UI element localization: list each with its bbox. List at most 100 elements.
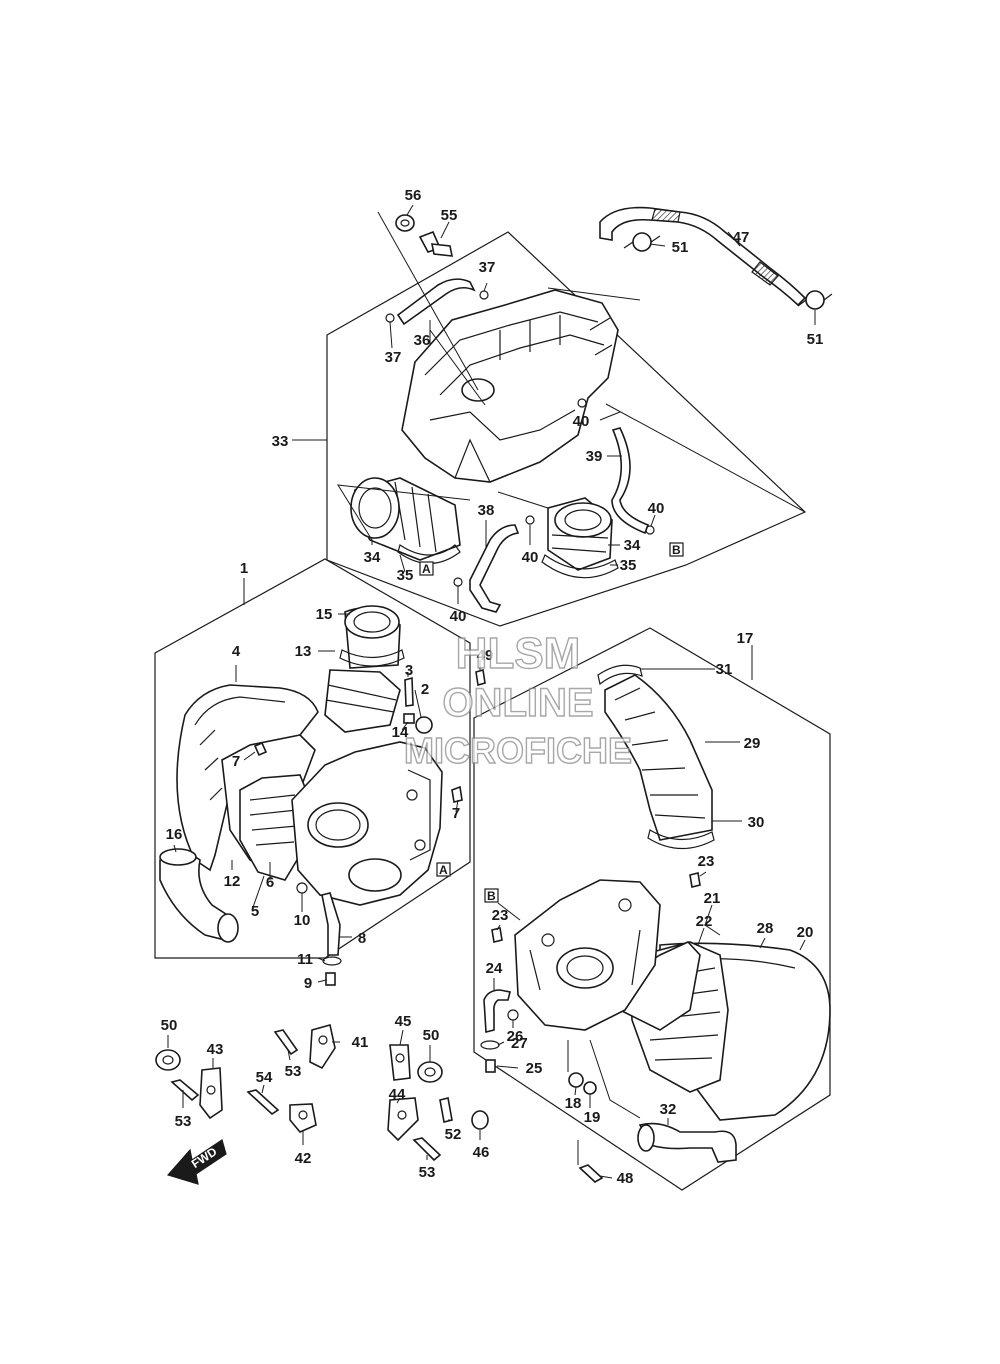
ref-box-a-upper <box>419 561 434 576</box>
plug-9 <box>325 972 336 986</box>
ref-box-a-lower <box>436 862 451 877</box>
callout-7-left: 7 <box>232 753 240 770</box>
callout-5: 5 <box>251 903 259 920</box>
duct-34-left <box>350 477 461 561</box>
screw-23-lower <box>491 927 503 943</box>
callout-40-a: 40 <box>573 413 590 430</box>
callout-7-right: 7 <box>452 805 460 822</box>
fwd-arrow: FWD <box>166 1139 227 1185</box>
callout-3: 3 <box>405 662 413 679</box>
callout-23-left: 23 <box>492 907 509 924</box>
callout-numbers: 56 55 37 37 36 33 47 51 51 40 39 40 38 3… <box>161 187 824 1187</box>
callout-53-right: 53 <box>419 1164 436 1181</box>
bracket-45 <box>389 1044 411 1081</box>
grommet-18 <box>568 1072 584 1088</box>
callout-25: 25 <box>526 1060 543 1077</box>
callout-26: 26 <box>507 1028 524 1045</box>
hose-39 <box>611 427 650 535</box>
ref-label-b-upper: B <box>672 543 681 557</box>
callout-8: 8 <box>358 930 366 947</box>
clamp-13 <box>339 649 405 667</box>
callout-45: 45 <box>395 1013 412 1030</box>
bracket-41 <box>309 1024 336 1070</box>
clip-40-b <box>645 525 655 535</box>
callout-47: 47 <box>733 229 750 246</box>
intake-duct-29 <box>604 674 713 841</box>
callout-13: 13 <box>295 643 312 660</box>
callout-28: 28 <box>757 920 774 937</box>
case-1 <box>291 741 443 906</box>
watermark-line-2: ONLINE <box>442 681 593 725</box>
frame-22 <box>611 941 701 1031</box>
callout-30: 30 <box>748 814 765 831</box>
intake-duct-13 <box>324 669 401 733</box>
clip-26 <box>507 1009 519 1021</box>
callout-36: 36 <box>414 332 431 349</box>
callout-27: 27 <box>511 1035 528 1052</box>
clip-37-lower <box>385 313 395 323</box>
cushion-50-right <box>417 1061 443 1083</box>
callout-53-mid: 53 <box>285 1063 302 1080</box>
screw-49 <box>475 668 486 687</box>
clamp-42 <box>289 1103 317 1133</box>
clip-40-c <box>525 515 535 525</box>
clamp-31 <box>597 664 643 686</box>
duct-34-right <box>547 497 613 571</box>
bolt-54 <box>246 1089 280 1116</box>
callout-55: 55 <box>441 207 458 224</box>
callout-6: 6 <box>266 874 274 891</box>
callout-37-upper: 37 <box>479 259 496 276</box>
callout-2: 2 <box>421 681 429 698</box>
watermark-line-3: MICROFICHE <box>404 730 632 771</box>
funnel-15 <box>344 605 401 669</box>
bolt-55 <box>418 230 453 257</box>
callout-34-left: 34 <box>364 549 381 566</box>
callout-39: 39 <box>586 448 603 465</box>
ref-label-b-lower: B <box>487 889 496 903</box>
callout-49: 49 <box>477 647 494 664</box>
screw-7-lower <box>451 785 463 803</box>
callout-54: 54 <box>256 1069 273 1086</box>
hose-38 <box>469 524 520 613</box>
callout-20: 20 <box>797 924 814 941</box>
clamp-30 <box>647 829 715 850</box>
callout-35-right: 35 <box>620 557 637 574</box>
callout-29: 29 <box>744 735 761 752</box>
callout-35-left: 35 <box>397 567 414 584</box>
element-mesh <box>249 794 298 846</box>
callout-34-right: 34 <box>624 537 641 554</box>
callout-23-right: 23 <box>698 853 715 870</box>
callout-33: 33 <box>272 433 289 450</box>
callout-46: 46 <box>473 1144 490 1161</box>
watermark-line-1: HLSM <box>456 629 581 678</box>
clip-37-upper <box>479 290 489 300</box>
clip-11 <box>322 956 342 966</box>
bolt-3 <box>404 676 414 707</box>
elbow-hose-32 <box>637 1122 737 1163</box>
callout-44: 44 <box>389 1086 406 1103</box>
watermark: HLSM ONLINE MICROFICHE <box>403 628 632 771</box>
callout-24: 24 <box>486 960 503 977</box>
callout-32: 32 <box>660 1101 677 1118</box>
hose-47 <box>599 206 807 307</box>
hose-36 <box>396 278 476 326</box>
ref-label-a-lower: A <box>439 863 448 877</box>
callout-53-left: 53 <box>175 1113 192 1130</box>
ref-box-b-upper <box>669 542 684 557</box>
clamp-35-right <box>541 554 619 579</box>
cover-4 <box>176 684 319 872</box>
callout-41: 41 <box>352 1034 369 1051</box>
ref-label-a-upper: A <box>422 562 431 576</box>
case-17 <box>514 879 661 1031</box>
callout-9: 9 <box>304 975 312 992</box>
clip-51-upper <box>623 232 661 252</box>
screw-23-upper <box>689 872 701 888</box>
callout-51-lower: 51 <box>807 331 824 348</box>
elbow-hose-16 <box>159 848 239 943</box>
collar-19 <box>583 1081 597 1095</box>
clip-10 <box>296 882 308 894</box>
screw-7-upper <box>253 741 268 757</box>
clip-40-d <box>453 577 463 587</box>
